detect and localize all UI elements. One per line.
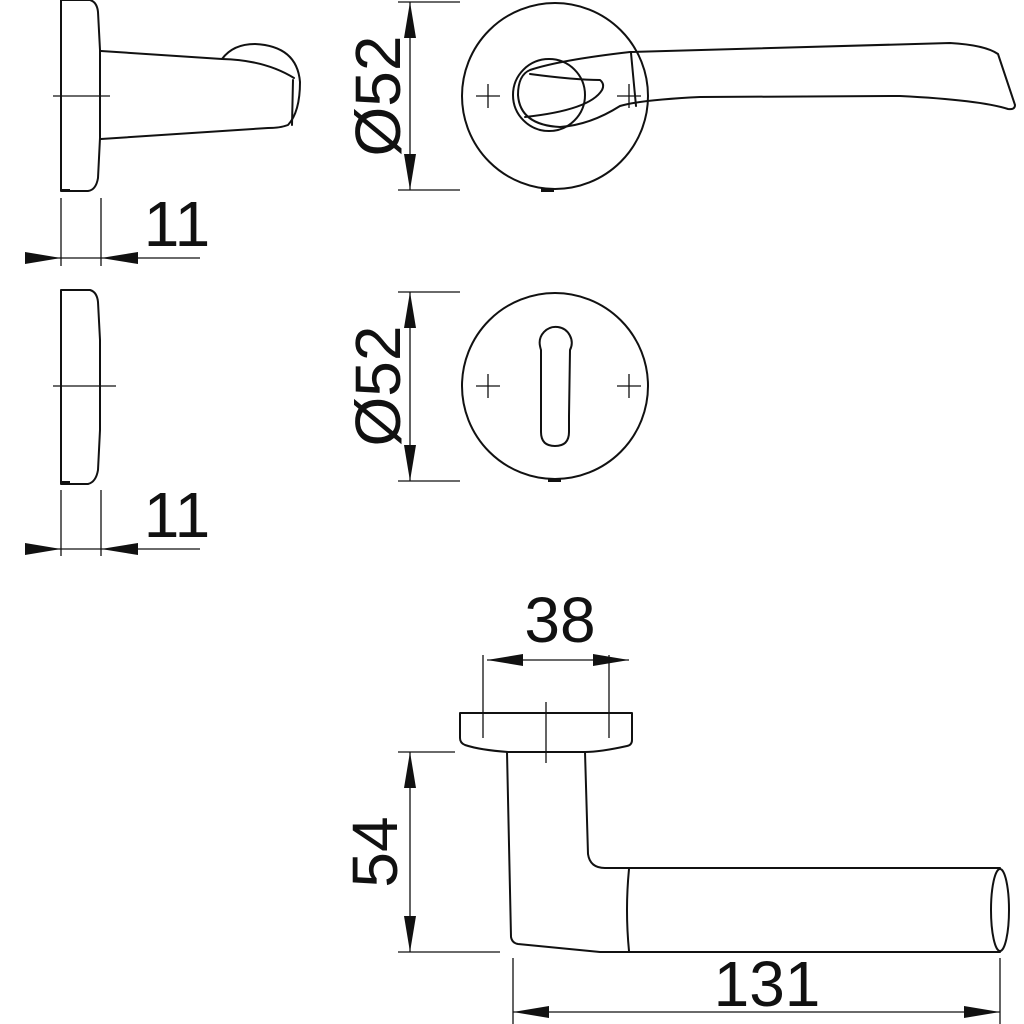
key-rose-front-view — [461, 292, 649, 482]
dimension-hole-spacing: 38 — [487, 584, 629, 666]
dimension-label-thickness-bottom: 11 — [144, 479, 210, 551]
dimension-label-hole-spacing: 38 — [524, 584, 595, 656]
dimension-rose-thickness-top: 11 — [25, 188, 210, 266]
dimension-lever-length: 131 — [512, 948, 1001, 1024]
lever-top-view — [459, 655, 1010, 953]
dimension-label-diameter-bottom: Ø52 — [342, 326, 414, 447]
dimension-lever-height: 54 — [339, 751, 500, 953]
lever-rose-side-view — [53, 0, 301, 192]
dimension-rose-diameter-bottom: Ø52 — [342, 291, 460, 482]
lever-front-view — [461, 2, 1016, 192]
dimension-label-lever-height: 54 — [339, 816, 411, 887]
dimension-label-diameter-top: Ø52 — [342, 36, 414, 157]
dimension-label-thickness-top: 11 — [144, 188, 210, 260]
dimension-rose-thickness-bottom: 11 — [25, 479, 210, 556]
key-rose-side-view — [53, 289, 116, 485]
dimension-label-lever-length: 131 — [714, 948, 821, 1020]
dimension-rose-diameter-top: Ø52 — [342, 1, 460, 191]
